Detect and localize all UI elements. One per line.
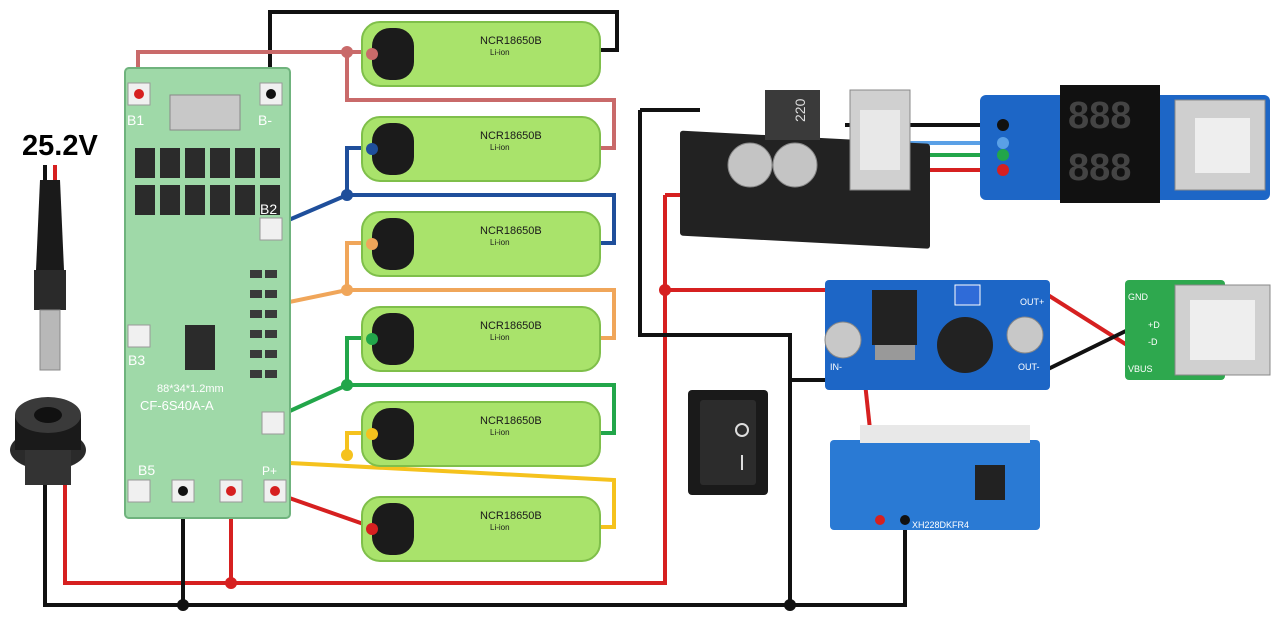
wire-red-rail — [63, 288, 1040, 585]
cell-label: NCR18650B — [480, 225, 542, 237]
usb-vbus-label: VBUS — [1128, 364, 1153, 374]
cell-sublabel: Li-ion — [490, 238, 510, 247]
cell-label: NCR18650B — [480, 130, 542, 142]
lm2596-regulator — [872, 290, 917, 345]
buck-cap-2 — [772, 142, 818, 188]
indicator-ic — [975, 465, 1005, 500]
cell-group: NCR18650BLi-ionNCR18650BLi-ionNCR18650BL… — [361, 21, 601, 562]
pad-b5[interactable] — [127, 479, 151, 503]
pad-label-pplus: P+ — [262, 464, 277, 478]
buck-cap-1 — [727, 142, 773, 188]
cell-label: NCR18650B — [480, 320, 542, 332]
voltmeter-digits-bottom: 888 — [1068, 147, 1131, 189]
lm2596-out-minus: OUT- — [1018, 362, 1040, 372]
voltmeter-module: 888 888 — [980, 85, 1270, 203]
pad-b2[interactable] — [259, 217, 283, 241]
pad-label-b1: B1 — [127, 112, 144, 128]
joint-black-rail — [177, 599, 189, 611]
lm2596-out-plus: OUT+ — [1020, 297, 1044, 307]
lm2596-in-minus: IN- — [830, 362, 842, 372]
buck-inductor-label: 220 — [792, 98, 808, 122]
joint-blue — [341, 189, 353, 201]
wire-black-top — [268, 10, 619, 95]
indicator-model-label: XH228DKFR4 — [912, 520, 969, 530]
pad-label-b2: B2 — [260, 201, 277, 217]
wire-black-rail — [43, 470, 907, 607]
cell-label: NCR18650B — [480, 415, 542, 427]
cell-sublabel: Li-ion — [490, 333, 510, 342]
joint-orange — [341, 284, 353, 296]
usb-buck-module: 220 — [680, 89, 930, 249]
pad-label-b3: B3 — [128, 352, 145, 368]
usb-gnd-label: GND — [1128, 292, 1149, 302]
lm2596-module: OUT+ OUT- IN- — [824, 280, 1050, 390]
pad-label-bminus: B- — [258, 112, 272, 128]
cell-sublabel: Li-ion — [490, 523, 510, 532]
bms-model-label: CF-6S40A-A — [140, 398, 214, 413]
rocker-switch[interactable] — [688, 390, 768, 495]
battery-indicator-board: XH228DKFR4 — [830, 425, 1040, 530]
joint-green — [341, 379, 353, 391]
dc-jack-socket — [10, 397, 86, 485]
cell-sublabel: Li-ion — [490, 428, 510, 437]
cell-sublabel: Li-ion — [490, 143, 510, 152]
cell-label: NCR18650B — [480, 35, 542, 47]
joint-black-mid — [784, 599, 796, 611]
joint-pink — [341, 46, 353, 58]
pad-b3[interactable] — [127, 324, 151, 348]
voltmeter-digits-top: 888 — [1068, 95, 1131, 137]
usb-minus-label: -D — [1148, 337, 1158, 347]
mosfet-array — [135, 148, 280, 215]
pad-b4[interactable] — [261, 411, 285, 435]
bms-ic — [185, 325, 215, 370]
usb-plus-label: +D — [1148, 320, 1160, 330]
bms-smd-parts — [250, 270, 277, 378]
bms-size-label: 88*34*1.2mm — [157, 383, 224, 395]
lm2596-cap-right — [1006, 316, 1044, 354]
cell-label: NCR18650B — [480, 510, 542, 522]
bms-board: B1 B- B2 B3 B5 P+ 88*34*1.2mm CF-6S40A-A — [124, 67, 291, 519]
lm2596-inductor — [937, 317, 993, 373]
cell-sublabel: Li-ion — [490, 48, 510, 57]
joint-yellow — [341, 449, 353, 461]
wire-red-out — [1038, 288, 1140, 354]
pad-label-b5: B5 — [138, 462, 155, 478]
lm2596-cap-left — [824, 321, 862, 359]
input-voltage-label: 25.2V — [22, 130, 98, 162]
wire-black-out — [1039, 323, 1139, 375]
dc-plug — [34, 165, 66, 371]
wire-green-b4 — [269, 383, 616, 435]
joint-red-buck — [659, 284, 671, 296]
wire-black-switch — [638, 110, 792, 605]
shunt-resistor — [169, 94, 241, 131]
wire-blue-b2 — [269, 193, 616, 245]
wire-pink-loop — [345, 52, 616, 150]
wire-red-p-plus — [274, 491, 373, 529]
usb-port-board: GND +D -D VBUS — [1125, 280, 1271, 380]
trimpot[interactable] — [954, 284, 981, 306]
joint-red-rail — [225, 577, 237, 589]
